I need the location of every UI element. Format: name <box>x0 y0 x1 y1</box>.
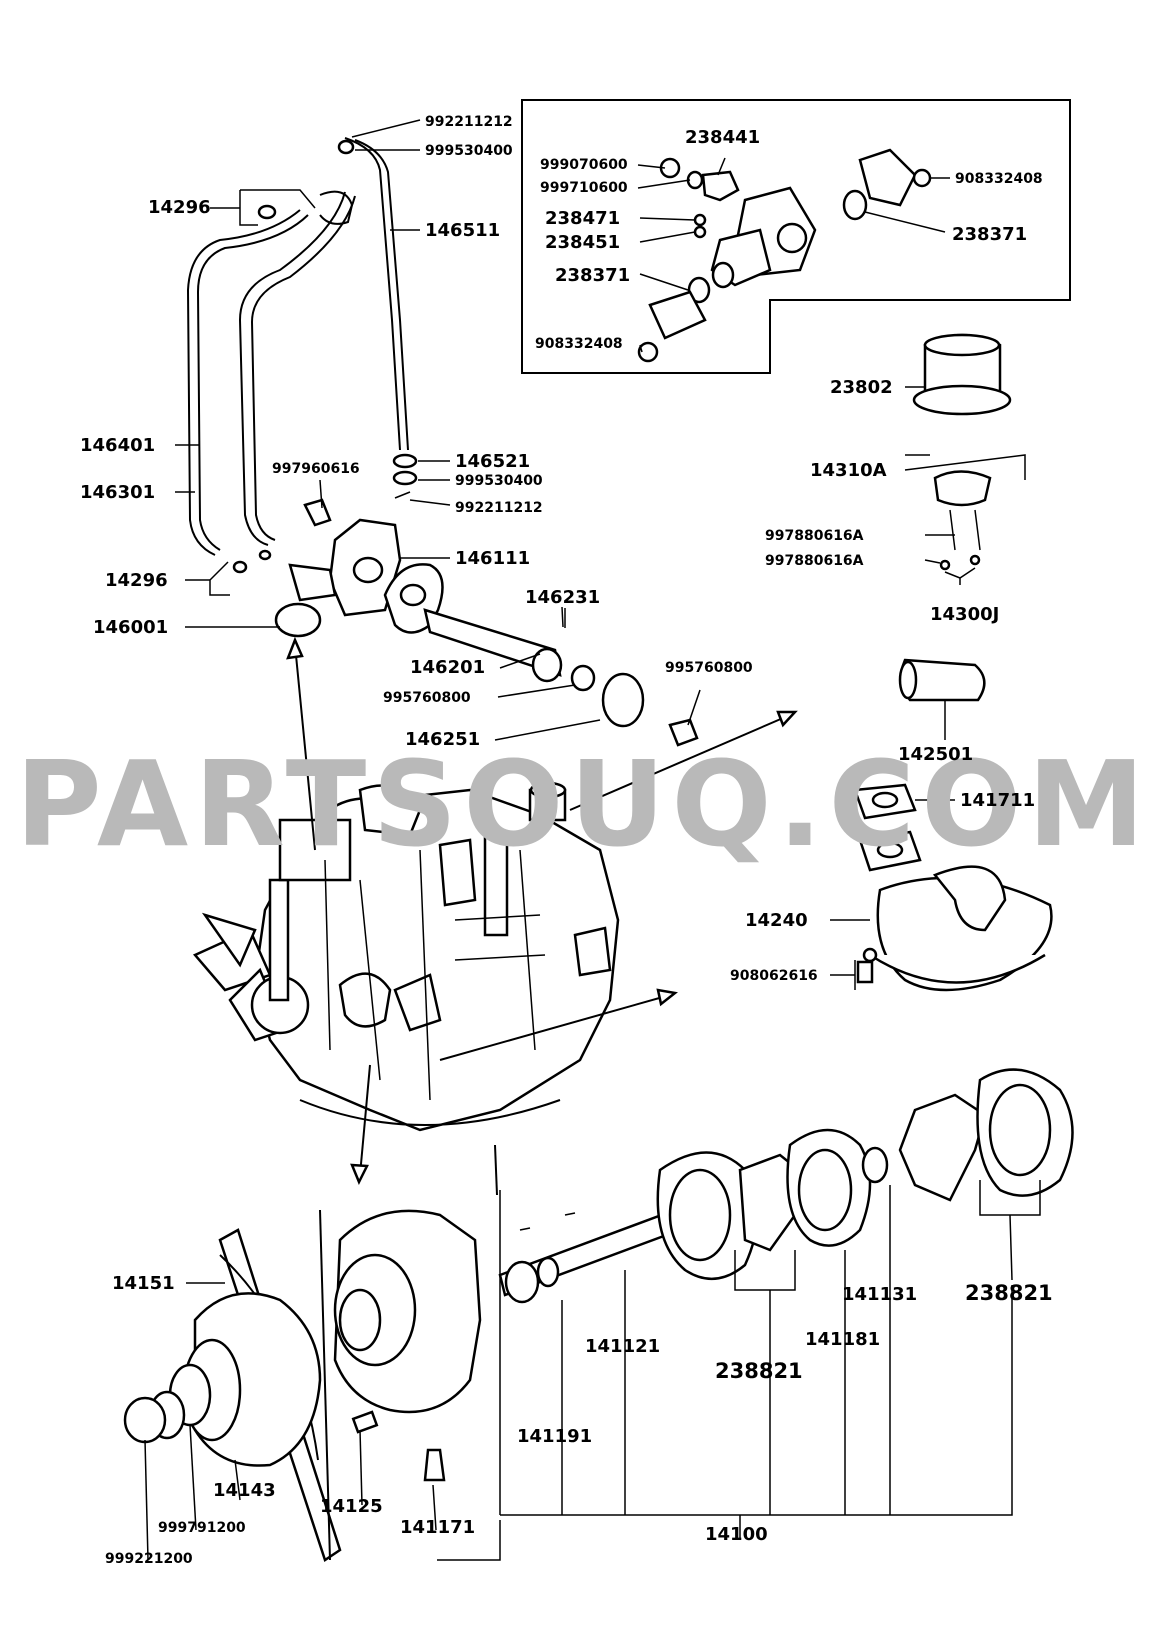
label-14240: 14240 <box>745 910 808 931</box>
label-238471: 238471 <box>545 208 620 229</box>
label-999070600: 999070600 <box>540 157 628 173</box>
rotor-set-238821-c <box>898 1068 1074 1202</box>
label-14100: 14100 <box>705 1524 768 1545</box>
lower-leader-lines <box>144 1180 1041 1561</box>
oil-pan-14240 <box>853 783 1053 992</box>
label-908332408-bot: 908332408 <box>535 336 623 352</box>
part-number-labels: 992211212 999530400 14296 146511 146401 … <box>80 114 1053 1567</box>
label-997880616A-1: 997880616A <box>765 528 864 544</box>
leader-lines <box>175 119 1026 990</box>
label-995760800-left: 995760800 <box>383 690 471 706</box>
label-14151: 14151 <box>112 1273 175 1294</box>
label-997880616A-2: 997880616A <box>765 553 864 569</box>
label-141191: 141191 <box>517 1426 592 1447</box>
label-995760800-right: 995760800 <box>665 660 753 676</box>
engine-block <box>192 781 620 1132</box>
label-141181: 141181 <box>805 1329 880 1350</box>
label-999530400-mid: 999530400 <box>455 473 543 489</box>
label-238441: 238441 <box>685 127 760 148</box>
pump-housing <box>333 1209 482 1482</box>
label-14296-top: 14296 <box>148 197 211 218</box>
label-999791200: 999791200 <box>158 1520 246 1536</box>
relief-valve-142501 <box>898 658 986 702</box>
label-14125: 14125 <box>320 1496 383 1517</box>
label-238821-right: 238821 <box>965 1281 1053 1305</box>
label-238451: 238451 <box>545 232 620 253</box>
oil-strainer-cap-23802 <box>912 333 1012 416</box>
washers-146521 <box>392 453 418 499</box>
rotor-set-238821-a <box>656 1151 807 1281</box>
label-142501: 142501 <box>898 744 973 765</box>
label-146251: 146251 <box>405 729 480 750</box>
watermark-text: PARTSOUQ.COM <box>15 735 1151 873</box>
label-146521: 146521 <box>455 451 530 472</box>
oil-pump-upper <box>274 498 699 747</box>
label-146111: 146111 <box>455 548 530 569</box>
label-908332408-top: 908332408 <box>955 171 1043 187</box>
label-146511: 146511 <box>425 220 500 241</box>
main-shaft-141121 <box>494 1144 682 1304</box>
label-992211212-top: 992211212 <box>425 114 513 130</box>
label-14300J: 14300J <box>930 604 999 625</box>
label-999710600: 999710600 <box>540 180 628 196</box>
label-14296-bot: 14296 <box>105 570 168 591</box>
oil-pipes <box>186 137 409 574</box>
filter-bracket-14310A <box>933 470 992 571</box>
pump-cover-14143 <box>123 1292 322 1467</box>
label-14143: 14143 <box>213 1480 276 1501</box>
label-141171: 141171 <box>400 1517 475 1538</box>
label-992211212-mid: 992211212 <box>455 500 543 516</box>
label-908062616: 908062616 <box>730 968 818 984</box>
label-999221200: 999221200 <box>105 1551 193 1567</box>
pointer-arrows <box>286 636 798 1186</box>
label-238371-right: 238371 <box>952 224 1027 245</box>
label-141131: 141131 <box>842 1284 917 1305</box>
label-146401: 146401 <box>80 435 155 456</box>
label-146001: 146001 <box>93 617 168 638</box>
label-146201: 146201 <box>410 657 485 678</box>
rotor-set-238821-b <box>786 1128 889 1247</box>
label-999530400-top: 999530400 <box>425 143 513 159</box>
label-14310A: 14310A <box>810 460 887 481</box>
inset-box <box>521 99 1071 374</box>
label-141711: 141711 <box>960 790 1035 811</box>
label-146231: 146231 <box>525 587 600 608</box>
label-997960616: 997960616 <box>272 461 360 477</box>
label-141121: 141121 <box>585 1336 660 1357</box>
label-238371-left: 238371 <box>555 265 630 286</box>
label-146301: 146301 <box>80 482 155 503</box>
label-238821-mid: 238821 <box>715 1359 803 1383</box>
label-23802: 23802 <box>830 377 893 398</box>
